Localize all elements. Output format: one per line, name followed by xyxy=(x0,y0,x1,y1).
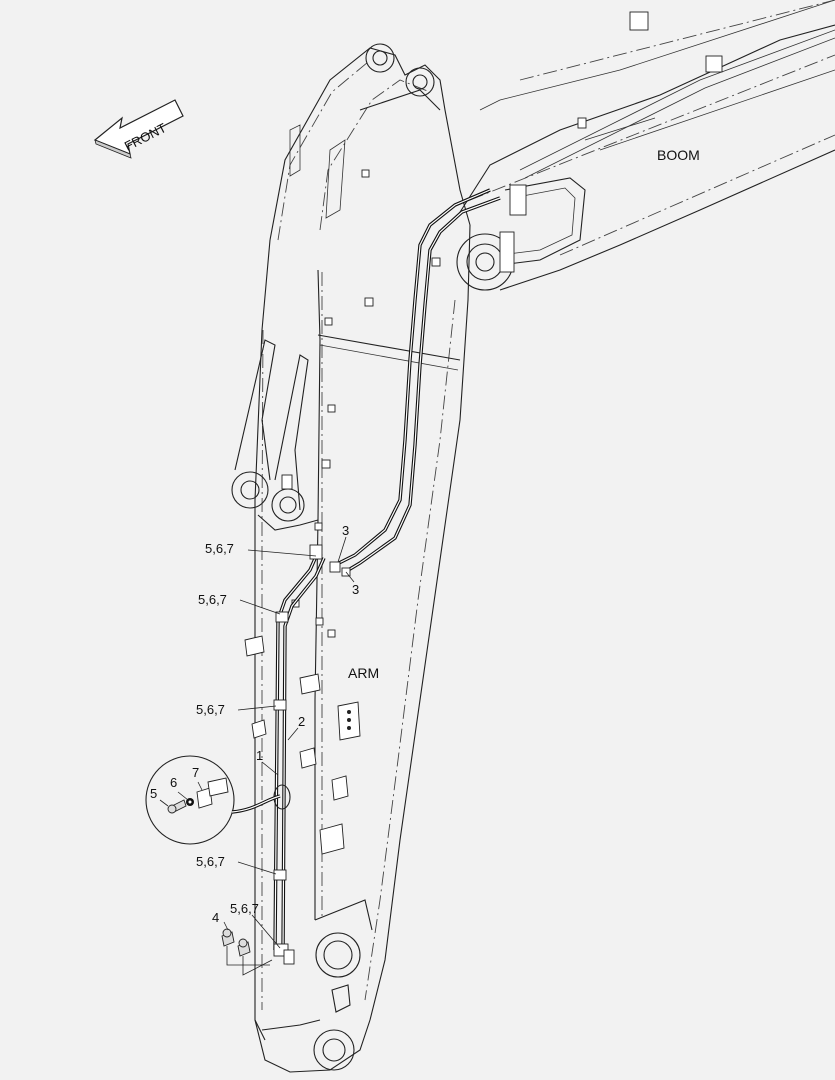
callout-3-upper: 3 xyxy=(342,523,349,538)
arm-label: ARM xyxy=(348,665,379,681)
callout-5-6-7-c: 5,6,7 xyxy=(196,702,225,717)
arm-structure: ARM xyxy=(231,43,471,1073)
callout-5-6-7-a: 5,6,7 xyxy=(205,541,234,556)
front-arrow-icon: FRONT xyxy=(93,99,184,159)
callout-5-6-7-d: 5,6,7 xyxy=(196,854,225,869)
leader-lines xyxy=(159,536,355,949)
callout-5: 5 xyxy=(150,786,157,801)
callout-4: 4 xyxy=(212,910,219,925)
callout-6: 6 xyxy=(170,775,177,790)
callouts: 5,6,7 5,6,7 5,6,7 5,6,7 5,6,7 3 3 1 2 4 … xyxy=(150,523,359,925)
callout-7: 7 xyxy=(192,765,199,780)
detail-view xyxy=(145,755,281,845)
callout-5-6-7-b: 5,6,7 xyxy=(198,592,227,607)
boom-label: BOOM xyxy=(657,147,700,163)
boom-structure: BOOM xyxy=(454,0,835,291)
callout-2: 2 xyxy=(298,714,305,729)
bolts-item-4 xyxy=(221,928,273,976)
callout-1: 1 xyxy=(256,748,263,763)
callout-3-lower: 3 xyxy=(352,582,359,597)
callout-5-6-7-e: 5,6,7 xyxy=(230,901,259,916)
